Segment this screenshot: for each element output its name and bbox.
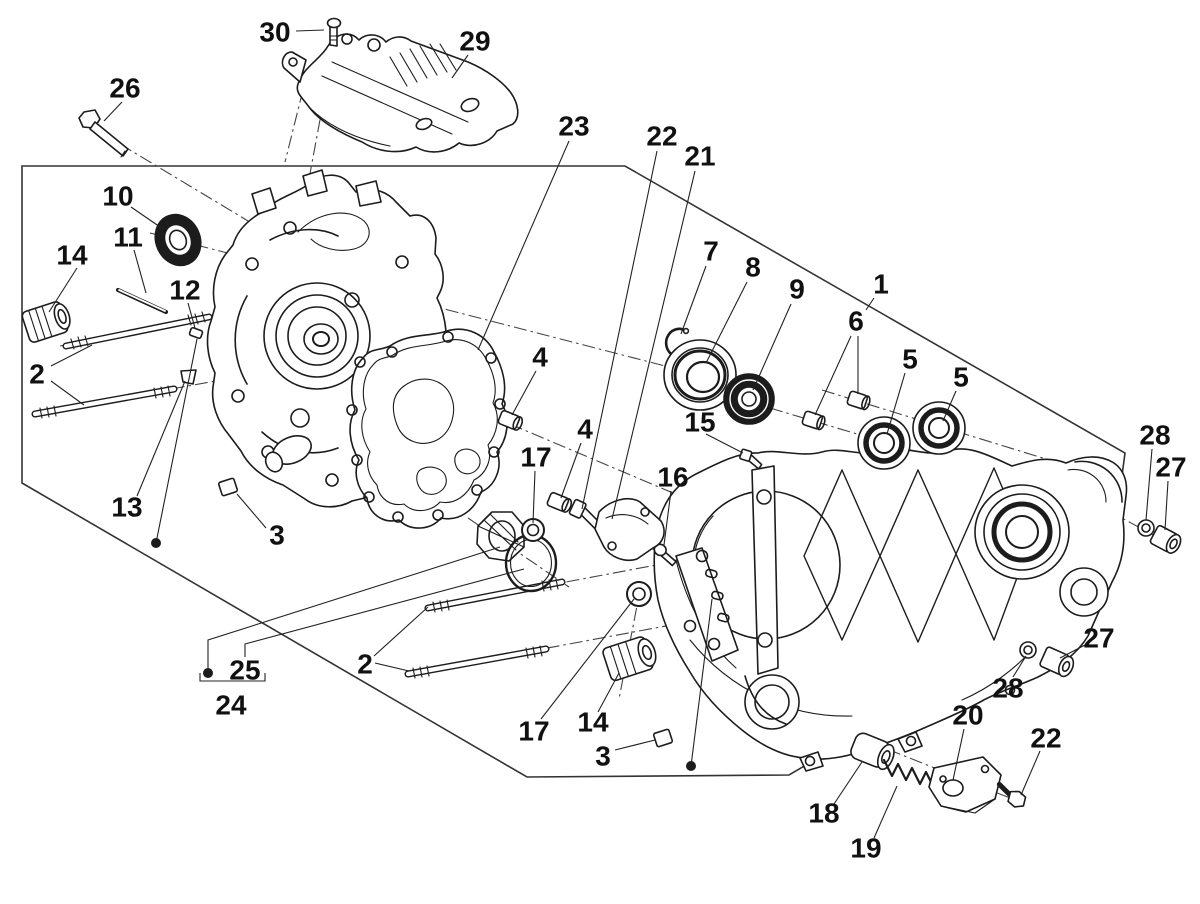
oil-seal-9: [723, 373, 775, 425]
part-callout-1: 1: [873, 269, 889, 300]
stud-bolt: [404, 645, 550, 679]
part-callout-3: 3: [595, 741, 611, 772]
flange-bolt-22: [568, 498, 603, 531]
part-callout-16: 16: [657, 462, 688, 493]
reference-dot: [151, 538, 161, 548]
gasket: [346, 328, 508, 529]
screw-30: [326, 17, 342, 47]
stud-bolt: [424, 578, 566, 613]
ball-bearing-5: [857, 416, 911, 470]
bolt-15: [739, 448, 763, 470]
part-callout-30: 30: [259, 17, 290, 48]
washer-28: [1019, 641, 1037, 659]
part-callout-28: 28: [1139, 420, 1170, 451]
part-callout-22: 22: [1030, 723, 1061, 754]
hex-bolt-22: [996, 781, 1027, 808]
part-callout-4: 4: [532, 342, 548, 373]
mount-bushing-14: [21, 301, 71, 343]
square-nut-3: [217, 477, 239, 497]
part-callout-21: 21: [684, 141, 715, 172]
part-callout-19: 19: [850, 833, 881, 864]
part-callout-3: 3: [269, 520, 285, 551]
tensioner-plunger-18: [850, 732, 895, 771]
square-nut-3: [652, 728, 674, 748]
part-callout-23: 23: [558, 111, 589, 142]
dowel-4: [497, 409, 524, 431]
ball-bearing-8: [663, 339, 737, 411]
mount-bushing-14: [602, 636, 657, 682]
stud-bolt: [31, 385, 178, 419]
grouping-bracket: [199, 673, 266, 682]
part-callout-27: 27: [1083, 623, 1114, 654]
part-callout-17: 17: [518, 716, 549, 747]
part-callout-4: 4: [577, 414, 593, 445]
part-callout-27: 27: [1155, 452, 1186, 483]
part-callout-29: 29: [459, 26, 490, 57]
part-callout-18: 18: [808, 798, 839, 829]
dowel-bush-6: [801, 410, 826, 431]
dowel-bush-6: [846, 390, 871, 411]
dowel-4: [546, 491, 573, 513]
part-callout-14: 14: [577, 707, 609, 738]
part-callout-13: 13: [111, 492, 142, 523]
tensioner-plate-20: [928, 756, 1002, 814]
part-callout-25: 25: [229, 655, 260, 686]
reference-dot: [686, 761, 696, 771]
cap-bolt-27: [1149, 524, 1182, 554]
ball-bearing-5: [912, 401, 966, 455]
part-callout-17: 17: [520, 442, 551, 473]
part-callout-7: 7: [703, 236, 719, 267]
part-callout-28: 28: [992, 673, 1023, 704]
part-callout-24: 24: [215, 690, 247, 721]
part-callout-2: 2: [357, 649, 373, 680]
part-callout-20: 20: [952, 700, 983, 731]
bolt-26: [78, 109, 129, 158]
part-callout-12: 12: [169, 275, 200, 306]
part-callout-26: 26: [109, 73, 140, 104]
oil-seal-10: [154, 213, 202, 267]
part-callout-5: 5: [953, 362, 969, 393]
part-callout-22: 22: [646, 121, 677, 152]
part-callout-11: 11: [113, 222, 143, 253]
washer-28: [1137, 519, 1155, 537]
pump-cover-24: [476, 511, 525, 562]
part-callout-15: 15: [684, 407, 715, 438]
crankcase-half-clutch-side: [653, 448, 1128, 772]
pin-12: [188, 326, 204, 340]
part-callout-8: 8: [745, 252, 761, 283]
part-callout-10: 10: [102, 181, 133, 212]
stud-bolt: [62, 311, 213, 350]
part-callout-5: 5: [902, 344, 918, 375]
part-callout-14: 14: [56, 240, 88, 271]
part-callout-6: 6: [848, 306, 864, 337]
dowel-rod-11: [116, 288, 168, 314]
o-ring-25: [504, 533, 558, 593]
washer-17: [626, 581, 652, 607]
part-callout-2: 2: [29, 359, 45, 390]
part-callout-9: 9: [789, 274, 805, 305]
cap-bolt-27: [1039, 646, 1075, 678]
bracket-plate-21: [594, 498, 665, 562]
reference-dot: [203, 668, 213, 678]
